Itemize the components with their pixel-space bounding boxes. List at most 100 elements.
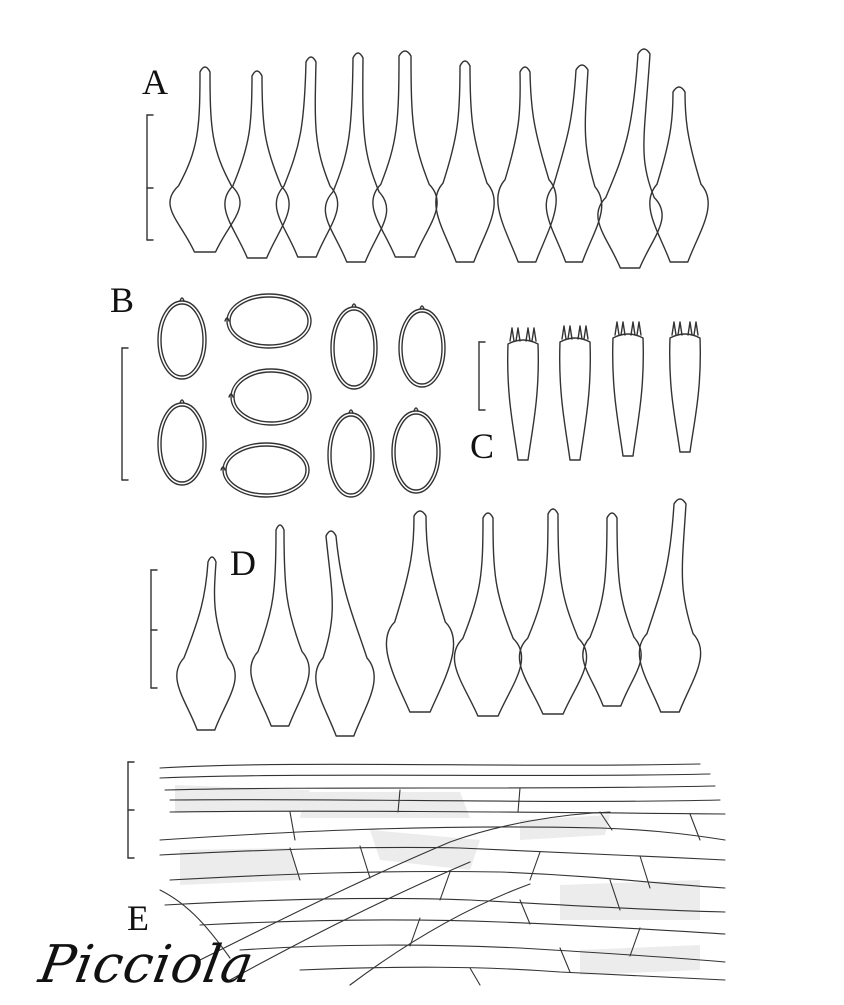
spore-outer-wall <box>222 442 310 498</box>
cystidium-a <box>324 52 388 263</box>
spore-outer-wall <box>327 412 375 498</box>
hypha-wall <box>159 763 701 769</box>
hypha-wall <box>229 861 471 981</box>
spore-inner-wall <box>233 371 309 423</box>
spore <box>157 399 207 486</box>
spore-outer-wall <box>157 402 207 486</box>
spore-apiculus <box>413 407 419 412</box>
hypha-wall <box>517 787 521 813</box>
hypha-wall <box>159 889 231 959</box>
cystidium-a <box>275 56 339 258</box>
sterigma <box>693 321 699 336</box>
hypha-wall <box>239 944 726 963</box>
spore-outer-wall <box>157 300 207 380</box>
hypha-wall <box>169 870 726 889</box>
hypha-wall <box>519 899 531 925</box>
spore-apiculus <box>348 409 354 414</box>
cystidium-a <box>545 64 603 263</box>
cystidium-a <box>597 48 663 269</box>
sterigma <box>687 321 693 336</box>
hypha-wall <box>159 773 711 779</box>
sterigma <box>531 327 537 342</box>
basidium <box>668 333 702 453</box>
spore-inner-wall <box>225 445 307 495</box>
sterigma <box>515 327 521 342</box>
spore-apiculus <box>179 399 185 404</box>
panel-label-d: D <box>230 543 256 583</box>
hypha-wall <box>289 811 296 841</box>
basidia-group-c <box>506 321 702 461</box>
cystidium-d <box>176 556 236 731</box>
hypha-wall <box>559 947 571 973</box>
spore-inner-wall <box>330 415 372 495</box>
spore-inner-wall <box>394 413 438 491</box>
basidium <box>611 333 645 457</box>
spore-apiculus <box>220 466 226 471</box>
cystidium-d <box>315 530 375 737</box>
cystidium-d <box>638 498 702 713</box>
hypha-shading <box>180 848 300 885</box>
cystidium-a <box>372 50 438 258</box>
spore-apiculus <box>179 297 185 302</box>
hypha-wall <box>599 811 613 831</box>
cystidium-d <box>250 524 310 727</box>
sterigma <box>567 325 573 340</box>
spore-inner-wall <box>401 311 443 385</box>
hypha-wall <box>349 883 531 986</box>
basidium <box>558 337 592 461</box>
hypha-wall <box>164 785 716 791</box>
hypha-shading <box>300 792 470 818</box>
cystidium-d <box>582 512 642 707</box>
panel-label-e: E <box>127 898 149 938</box>
sterigma <box>577 325 583 340</box>
sterigma <box>671 321 677 336</box>
hypha-wall <box>639 855 651 889</box>
sterigma <box>561 325 567 340</box>
hypha-wall <box>199 919 726 935</box>
hypha-wall <box>159 846 726 861</box>
sterigma <box>620 321 626 336</box>
spore-outer-wall <box>398 308 446 388</box>
hypha-wall <box>529 851 541 881</box>
panel-label-a: A <box>142 62 168 102</box>
spore <box>157 297 207 380</box>
hypha-shading <box>560 880 700 920</box>
spore-apiculus <box>419 305 425 310</box>
cystidia-group-d <box>176 498 702 737</box>
pileipellis-tissue-e <box>159 763 726 986</box>
cystidium-a <box>169 66 241 253</box>
hypha-wall <box>159 826 726 841</box>
spore-inner-wall <box>229 296 309 346</box>
hypha-wall <box>169 810 726 815</box>
hypha-wall <box>397 789 401 813</box>
sterigma <box>583 325 589 340</box>
scale-bars <box>121 114 486 859</box>
cystidium-a <box>649 86 709 263</box>
spore-inner-wall <box>160 405 204 483</box>
spore <box>391 407 441 494</box>
hypha-wall <box>299 966 726 981</box>
hypha-wall <box>169 799 721 802</box>
sterigma <box>509 327 515 342</box>
spore-apiculus <box>228 393 234 398</box>
sterigma <box>525 327 531 342</box>
spore <box>224 293 312 349</box>
cystidium-a <box>497 66 557 263</box>
basidium <box>506 339 540 461</box>
hypha-shading <box>580 945 700 975</box>
spore-outer-wall <box>226 293 312 349</box>
hypha-wall <box>164 897 726 913</box>
spore <box>228 368 312 426</box>
spore <box>327 409 375 498</box>
panel-label-b: B <box>110 280 135 320</box>
cystidium-a <box>435 60 495 263</box>
spore <box>398 305 446 388</box>
cystidium-d <box>518 508 588 715</box>
hypha-wall <box>689 813 701 841</box>
hypha-wall <box>289 847 301 881</box>
hypha-shading <box>175 785 310 812</box>
cystidium-a <box>224 70 290 259</box>
spore <box>330 303 378 390</box>
sterigma <box>630 321 636 336</box>
